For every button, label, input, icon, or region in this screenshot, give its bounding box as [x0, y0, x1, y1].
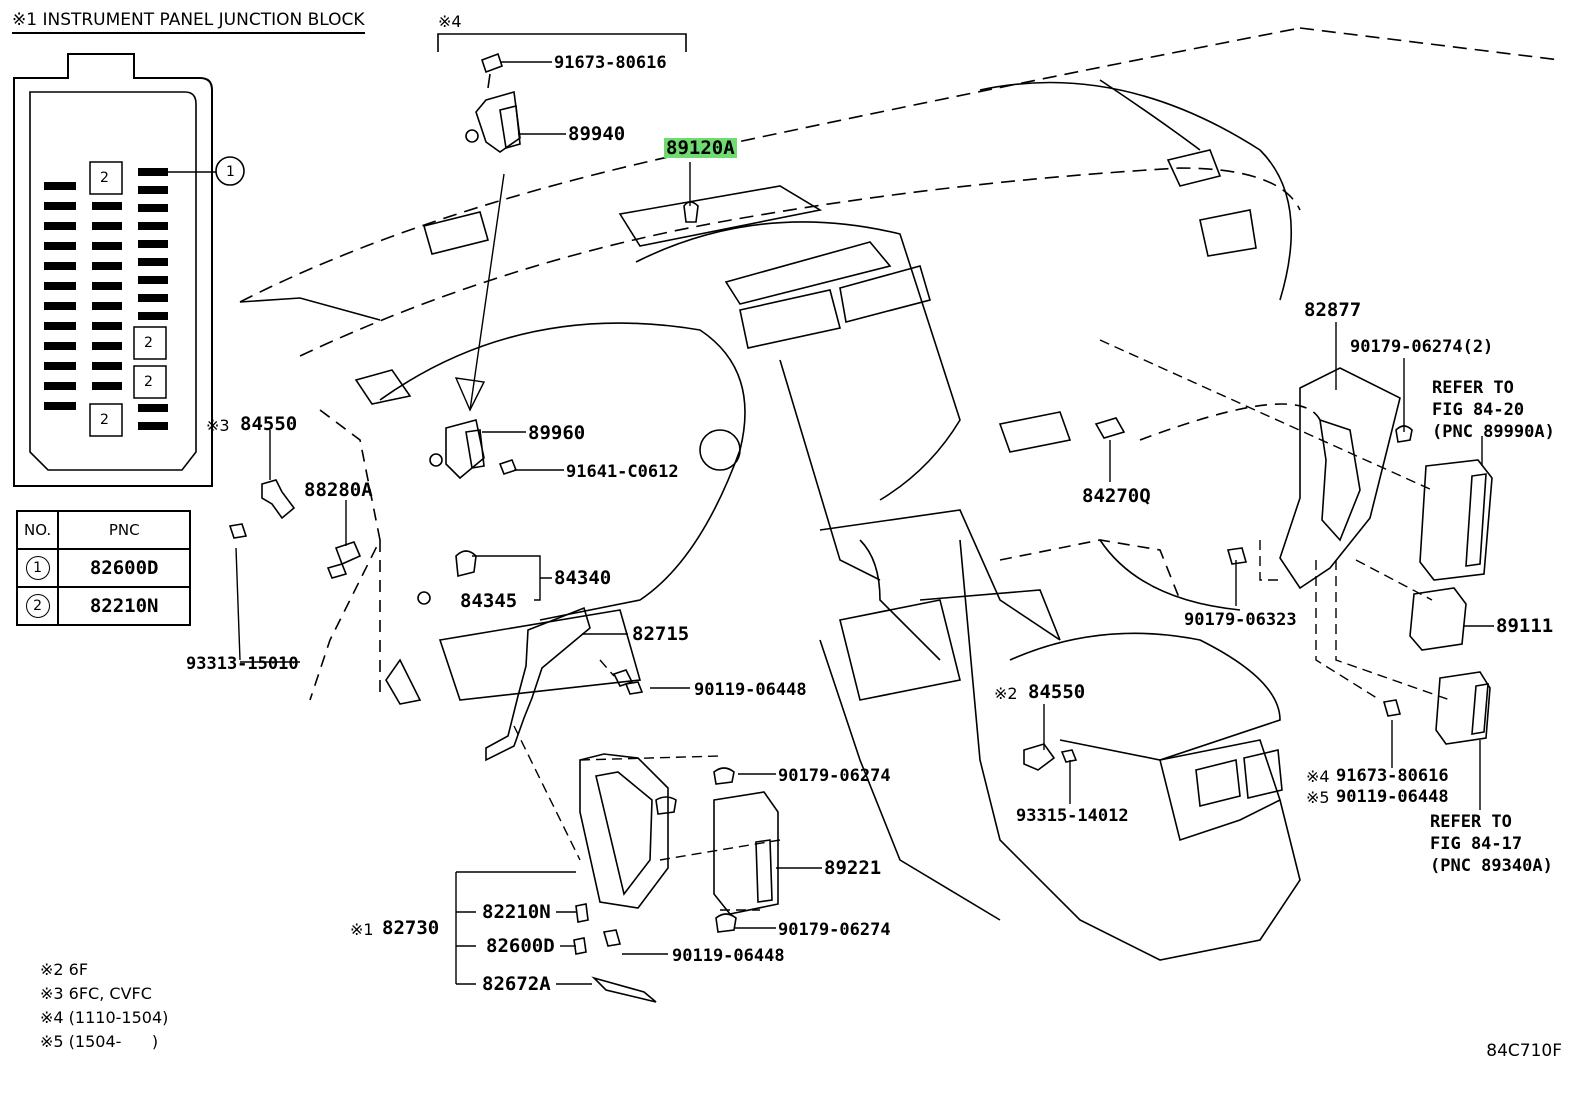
pnc-table-no-header: NO. [15, 510, 60, 550]
leader-lines [236, 62, 1494, 984]
footnote-5: ※5 (1504- ) [40, 1032, 159, 1051]
part-93313-15010[interactable]: 93313-15010 [186, 654, 299, 674]
pnc-table: NO. PNC 1 82600D 2 82210N [15, 510, 192, 626]
note4-bracket-label: ※4 [438, 12, 462, 31]
part-90179-06323[interactable]: 90179-06323 [1184, 610, 1297, 630]
part-82600d[interactable]: 82600D [486, 935, 555, 957]
pnc-table-row: 1 82600D [15, 548, 192, 588]
callout-2-b: 2 [144, 335, 153, 351]
footnote-4: ※4 (1110-1504) [40, 1008, 169, 1027]
pnc-row-2-pnc: 82210N [57, 586, 192, 626]
illustration-code: 84C710F [1486, 1041, 1562, 1061]
part-89111[interactable]: 89111 [1496, 615, 1554, 637]
part-82715[interactable]: 82715 [632, 623, 690, 645]
footnote-3: ※3 6FC, CVFC [40, 984, 152, 1003]
pnc-table-header: NO. PNC [15, 510, 192, 550]
pnc-table-pnc-header: PNC [57, 510, 192, 550]
part-90119-06448-mid[interactable]: 90119-06448 [694, 680, 807, 700]
callout-1: 1 [226, 164, 235, 180]
refer1-line1: REFER TO [1432, 378, 1514, 398]
part-91673-right-mark: ※4 [1306, 767, 1330, 786]
part-84270q[interactable]: 84270Q [1082, 485, 1151, 507]
part-90119-06448-right[interactable]: 90119-06448 [1336, 787, 1449, 807]
part-84340[interactable]: 84340 [554, 567, 612, 589]
callout-2-a: 2 [100, 170, 109, 186]
part-90179-06274-2[interactable]: 90179-06274(2) [1350, 337, 1494, 357]
part-89940[interactable]: 89940 [568, 123, 626, 145]
part-82730[interactable]: 82730 [382, 917, 440, 939]
footnote-2: ※2 6F [40, 960, 89, 979]
part-90119-right-mark: ※5 [1306, 788, 1330, 807]
part-89120a[interactable]: 89120A [664, 137, 737, 159]
pnc-table-row: 2 82210N [15, 586, 192, 626]
part-90179-06274-a[interactable]: 90179-06274 [778, 766, 891, 786]
part-90119-06448-low[interactable]: 90119-06448 [672, 946, 785, 966]
callout-2-c: 2 [144, 374, 153, 390]
dashboard-drawing [240, 28, 1560, 960]
refer1-line2: FIG 84-20 [1432, 400, 1525, 420]
junction-block-drawing [14, 54, 244, 486]
part-84550-left[interactable]: 84550 [240, 413, 298, 435]
part-89960[interactable]: 89960 [528, 422, 586, 444]
part-84550-right[interactable]: 84550 [1028, 681, 1086, 703]
part-93315-14012[interactable]: 93315-14012 [1016, 806, 1129, 826]
refer1-line3: (PNC 89990A) [1432, 422, 1555, 442]
part-82672a[interactable]: 82672A [482, 973, 551, 995]
pnc-row-1-no: 1 [25, 556, 50, 580]
refer2-line3: (PNC 89340A) [1430, 856, 1553, 876]
part-82877[interactable]: 82877 [1304, 299, 1362, 321]
part-84550-left-mark: ※3 [206, 416, 230, 435]
part-88280a[interactable]: 88280A [304, 479, 373, 501]
part-82730-mark: ※1 [350, 920, 374, 939]
part-91641-c0612[interactable]: 91641-C0612 [566, 462, 679, 482]
pnc-row-1-pnc: 82600D [57, 548, 192, 588]
part-84345[interactable]: 84345 [460, 590, 518, 612]
refer2-line1: REFER TO [1430, 812, 1512, 832]
callout-2-d: 2 [100, 412, 109, 428]
part-90179-06274-b[interactable]: 90179-06274 [778, 920, 891, 940]
part-89221[interactable]: 89221 [824, 857, 882, 879]
part-sketches [230, 54, 1492, 1002]
refer2-line2: FIG 84-17 [1430, 834, 1523, 854]
part-82210n[interactable]: 82210N [482, 901, 551, 923]
part-91673-80616-right[interactable]: 91673-80616 [1336, 766, 1449, 786]
part-84550-right-mark: ※2 [994, 684, 1018, 703]
pnc-row-2-no: 2 [25, 594, 50, 618]
junction-block-title: ※1 INSTRUMENT PANEL JUNCTION BLOCK [12, 10, 365, 34]
part-91673-80616-top[interactable]: 91673-80616 [554, 53, 667, 73]
